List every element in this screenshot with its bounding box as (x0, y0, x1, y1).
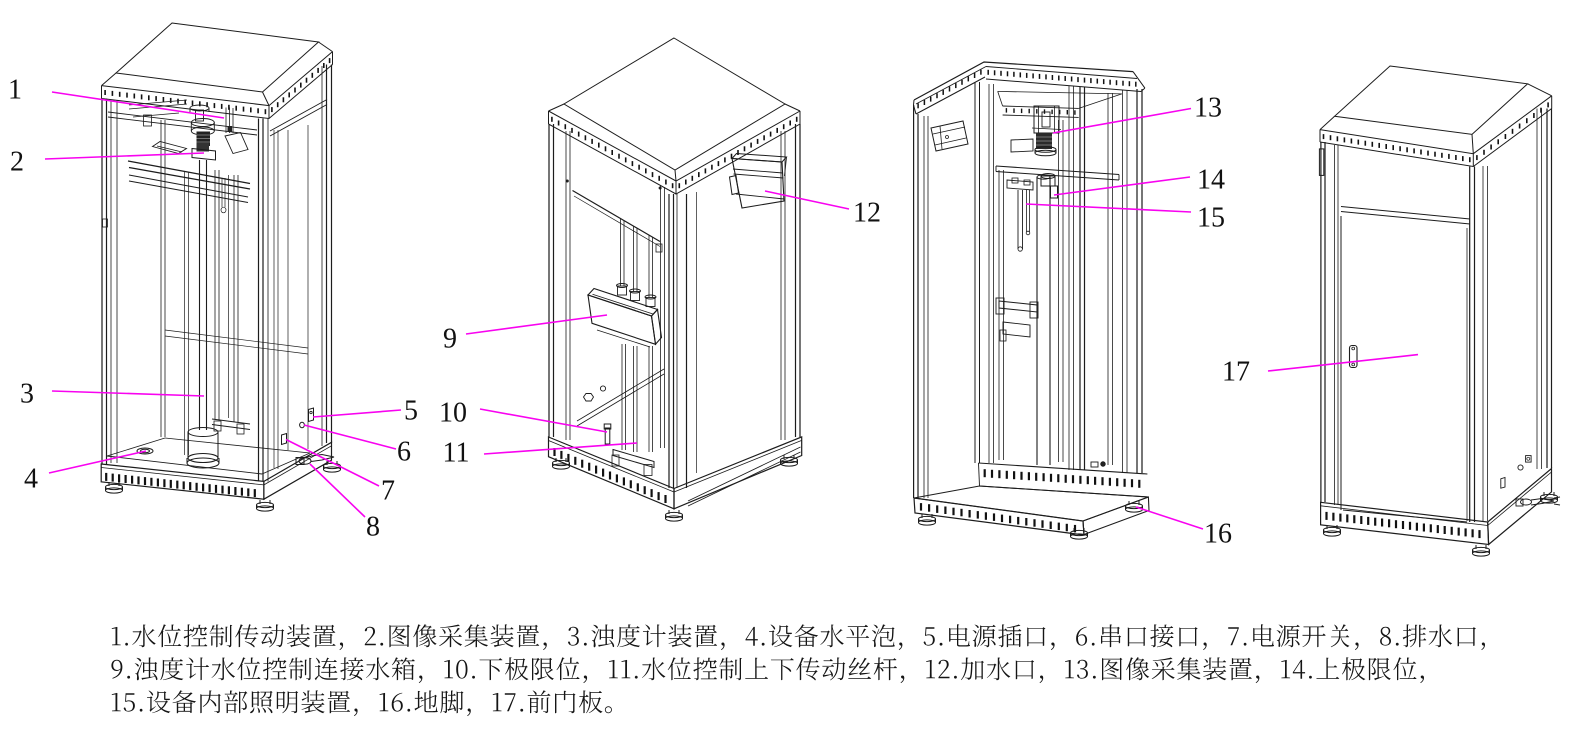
svg-text:9: 9 (443, 324, 457, 355)
svg-text:4: 4 (24, 464, 38, 495)
svg-text:5: 5 (404, 396, 418, 427)
svg-text:15: 15 (1197, 203, 1225, 234)
svg-text:8: 8 (366, 512, 380, 543)
svg-text:6: 6 (397, 437, 411, 468)
svg-text:1: 1 (8, 75, 22, 106)
svg-text:2: 2 (10, 147, 24, 178)
svg-text:13: 13 (1194, 93, 1222, 124)
svg-text:3: 3 (20, 379, 34, 410)
svg-text:7: 7 (381, 476, 395, 507)
svg-text:16: 16 (1204, 519, 1232, 550)
svg-text:10: 10 (439, 398, 467, 429)
svg-text:12: 12 (853, 198, 881, 229)
svg-text:14: 14 (1197, 165, 1225, 196)
svg-text:17: 17 (1222, 357, 1250, 388)
svg-text:11: 11 (443, 438, 470, 469)
